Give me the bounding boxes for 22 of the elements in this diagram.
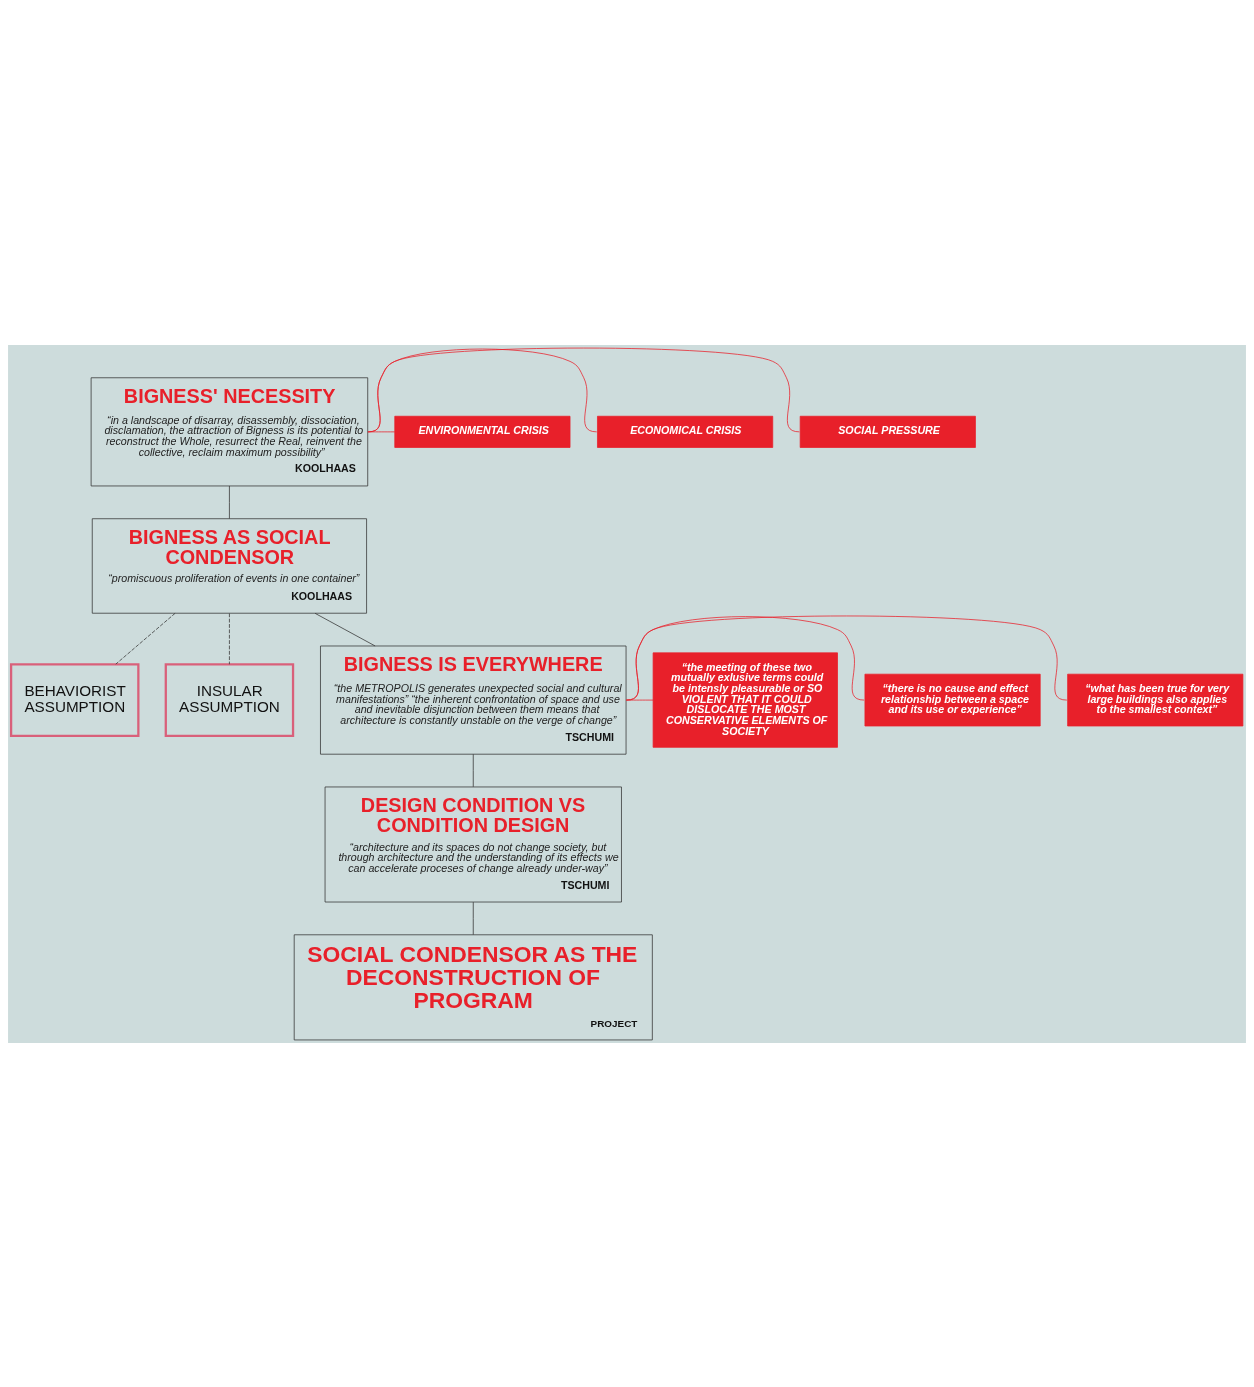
- node-box: BIGNESS AS SOCIAL CONDENSOR “promiscuous proliferation of events in one container” KOOLHAAS: [91, 517, 367, 614]
- connector: [314, 612, 376, 646]
- node-box: BIGNESS' NECESSITY “in a landscape of disarray, disassembly, dissociation, disclamation, the attraction of Bigness is its potential to reconstruct the Whole, resurrect the Real, reinvent the collective, reclaim maximum possibility” KOOLHAAS: [90, 376, 369, 486]
- connector: [115, 612, 176, 665]
- node-box: DESIGN CONDITION VS CONDITION DESIGN “architecture and its spaces do not change society, but through architecture and the understanding of its effects we can accelerate proceses of change already under-way” TSCHUMI: [324, 786, 622, 902]
- connector: [229, 612, 230, 665]
- connector: [472, 901, 474, 935]
- node-box: INSULAR ASSUMPTION: [164, 662, 295, 737]
- connector: [229, 485, 230, 519]
- connector: [367, 431, 396, 432]
- node-box: ECONOMICAL CRISIS: [597, 415, 774, 448]
- node-box: “there is no cause and effect relationship between a space and its use or experience”: [864, 673, 1041, 726]
- connector: [472, 753, 474, 787]
- node-box: BIGNESS IS EVERYWHERE “the METROPOLIS generates unexpected social and cultural manifestations” “the inherent confrontation of space and use and inevitable disjunction between them means that architecture is constantly unstable on the verge of change” TSCHUMI: [320, 645, 627, 755]
- connector: [626, 615, 865, 700]
- node-box: “what has been true for very large buildings also applies to the smallest context”: [1067, 673, 1244, 726]
- node-box: SOCIAL PRESSURE: [799, 415, 976, 448]
- node-box: ENVIRONMENTAL CRISIS: [394, 415, 571, 448]
- connector: [625, 699, 654, 700]
- node-box: SOCIAL CONDENSOR AS THE DECONSTRUCTION OF PROGRAM PROJECT: [293, 933, 653, 1040]
- node-box: BEHAVIORIST ASSUMPTION: [9, 662, 140, 737]
- node-box: “the meeting of these two mutually exlusive terms could be intensly pleasurable or SO VIOLENT THAT IT COULD DISLOCATE THE MOST CONSERVATIVE ELEMENTS OF SOCIETY: [652, 651, 838, 748]
